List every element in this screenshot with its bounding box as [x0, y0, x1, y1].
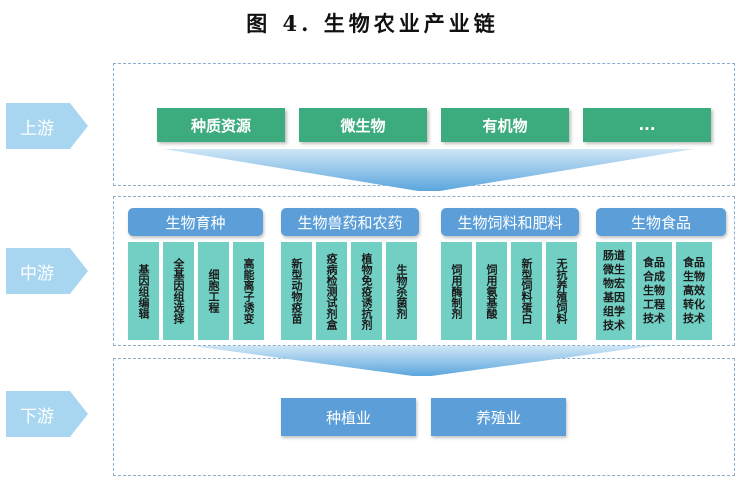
- group-item: 植物免疫诱抗剂: [351, 242, 382, 340]
- downstream-box-breeding: 养殖业: [431, 398, 566, 436]
- group-item: 生物杀菌剂: [386, 242, 417, 340]
- upstream-box-more: ...: [583, 108, 711, 142]
- stage-upstream: 上游: [6, 103, 88, 149]
- figure-title: 图 4. 生物农业产业链: [246, 11, 499, 36]
- upstream-box-organic: 有机物: [441, 108, 569, 142]
- upstream-box-germplasm: 种质资源: [157, 108, 285, 142]
- group-item: 食品合成生物工程技术: [636, 242, 672, 340]
- upstream-box-microbe: 微生物: [299, 108, 427, 142]
- group-item: 细胞工程: [198, 242, 229, 340]
- group-header: 生物育种: [128, 208, 263, 236]
- group-header: 生物兽药和农药: [281, 208, 419, 236]
- group-item: 基因组编辑: [128, 242, 159, 340]
- group-item: 无抗养殖饲料: [546, 242, 577, 340]
- group-item: 食品生物高效转化技术: [676, 242, 712, 340]
- downstream-box-planting: 种植业: [281, 398, 416, 436]
- group-header: 生物饲料和肥料: [441, 208, 579, 236]
- group-item: 新型饲料蛋白: [511, 242, 542, 340]
- stage-downstream: 下游: [6, 391, 88, 437]
- midstream-panel: [113, 196, 735, 346]
- group-item: 饲用酶制剂: [441, 242, 472, 340]
- group-item: 高能离子诱变: [233, 242, 264, 340]
- group-item: 新型动物疫苗: [281, 242, 312, 340]
- group-item: 肠道微生物宏基因组学技术: [596, 242, 632, 340]
- group-item: 饲用氨基酸: [476, 242, 507, 340]
- group-item: 疫病检测试剂盒: [316, 242, 347, 340]
- stage-midstream: 中游: [6, 248, 88, 294]
- group-header: 生物食品: [596, 208, 726, 236]
- group-item: 全基因组选择: [163, 242, 194, 340]
